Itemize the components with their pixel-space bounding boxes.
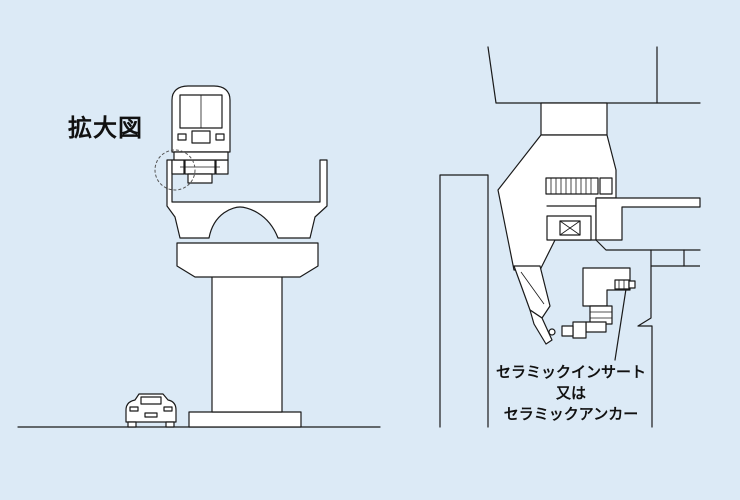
train-skirt bbox=[173, 151, 229, 161]
center-block bbox=[540, 102, 608, 136]
car-plate bbox=[144, 412, 158, 418]
car bbox=[125, 393, 177, 428]
bogie-beam bbox=[187, 173, 213, 184]
guide-arm-tip bbox=[529, 309, 553, 345]
callout-leader bbox=[614, 288, 627, 361]
train-headlight-left bbox=[177, 133, 187, 141]
guide-wheel-base bbox=[585, 321, 607, 333]
gear-cap bbox=[599, 177, 613, 195]
guide-wheel bbox=[589, 305, 613, 325]
axle-pin bbox=[548, 328, 556, 336]
car-light-right bbox=[163, 406, 173, 412]
callout-line-1: セラミックインサート bbox=[495, 363, 646, 381]
gear-teeth bbox=[550, 178, 592, 194]
axle-block bbox=[561, 325, 574, 337]
guide-rail-wall bbox=[637, 265, 653, 428]
car-light-left bbox=[129, 406, 139, 412]
ceramic-callout: セラミックインサート 又は セラミックアンカー bbox=[486, 362, 656, 425]
girder-wall bbox=[439, 174, 489, 428]
car-wheel-right bbox=[165, 421, 175, 428]
enlarged-view-label: 拡大図 bbox=[68, 114, 143, 142]
callout-line-2: 又は bbox=[555, 384, 586, 402]
guide-arm bbox=[513, 265, 551, 319]
car-window bbox=[140, 396, 162, 405]
wheel-hub bbox=[572, 321, 587, 339]
track-girder bbox=[166, 159, 328, 239]
guide-wheel-housing bbox=[582, 267, 631, 307]
track-beam-upper bbox=[595, 197, 701, 241]
bolt-head bbox=[628, 280, 636, 289]
right-view bbox=[439, 46, 701, 428]
guide-arm-detail bbox=[520, 271, 545, 305]
car-body-outline bbox=[487, 46, 701, 104]
ceramic-insert-bolt bbox=[614, 279, 630, 290]
car-wheel-left bbox=[127, 421, 137, 428]
pier-cap bbox=[176, 242, 319, 278]
pier-column bbox=[211, 275, 283, 413]
train-front-door bbox=[191, 130, 211, 144]
gear-unit bbox=[545, 177, 599, 195]
car-body bbox=[125, 393, 177, 423]
magnify-circle bbox=[154, 149, 196, 191]
callout-line-3: セラミックアンカー bbox=[503, 405, 639, 423]
footing bbox=[188, 411, 302, 428]
left-view bbox=[17, 85, 381, 428]
train-headlight-right bbox=[215, 133, 225, 141]
